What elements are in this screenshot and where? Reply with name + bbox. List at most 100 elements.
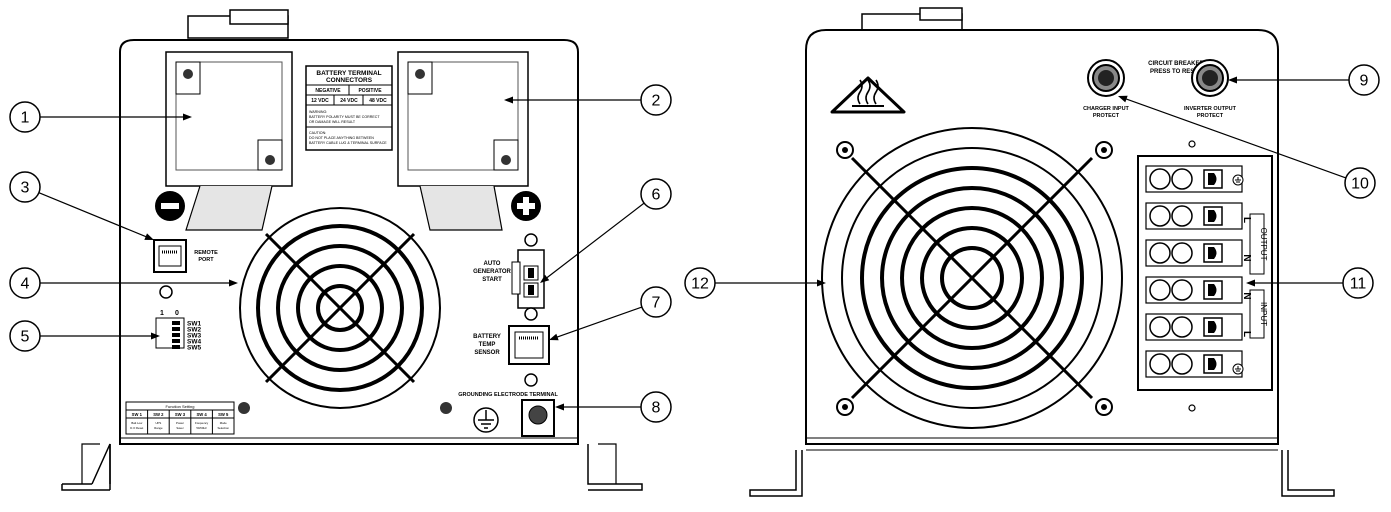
v24-label: 24 VDC xyxy=(340,98,358,104)
auto-gen-label-1: AUTO xyxy=(484,261,501,267)
front-panel: BATTERY TERMINAL CONNECTORS NEGATIVE POS… xyxy=(61,9,643,491)
inverter-output-breaker[interactable] xyxy=(1191,59,1229,97)
callout-arrow-icon xyxy=(504,96,513,104)
callout-arrow-icon xyxy=(229,279,238,287)
function-table-cell: UPS xyxy=(156,421,162,425)
callout-3: 3 xyxy=(9,171,154,240)
callout-arrow-icon xyxy=(183,113,192,121)
function-table-cell: Power xyxy=(176,421,184,425)
callout-number: 12 xyxy=(691,276,709,293)
callout-9: 9 xyxy=(1228,64,1380,96)
dip-switch-label: SW2 xyxy=(187,327,201,334)
dip-switch-lever[interactable] xyxy=(172,345,180,349)
battery-label-title-1: BATTERY TERMINAL xyxy=(316,70,381,77)
output-label: OUTPUT xyxy=(1259,228,1268,261)
callout-7: 7 xyxy=(549,286,672,341)
terminal-screw-row xyxy=(1145,350,1243,378)
warning-2: BATTERY POLARITY MUST BE CORRECT xyxy=(309,115,380,119)
fan-screw-icon xyxy=(238,402,250,414)
dip-switch-label: SW3 xyxy=(187,333,201,340)
battery-temp-label-3: SENSOR xyxy=(474,350,500,356)
function-table-cell: Mode xyxy=(220,421,227,425)
fan-screw-icon xyxy=(440,402,452,414)
screw-icon xyxy=(159,285,173,299)
callout-arrow-icon xyxy=(555,403,564,411)
dip-header-0: 0 xyxy=(175,310,179,317)
breaker-title-1: CIRCUIT BREAKER xyxy=(1148,61,1204,67)
dip-switch-label: SW1 xyxy=(187,321,201,328)
dip-switch-lever[interactable] xyxy=(172,339,180,343)
callout-10: 10 xyxy=(1118,95,1376,199)
callout-4: 4 xyxy=(9,267,238,299)
function-table-header: SW 3 xyxy=(175,412,186,417)
function-table-cell: Frequency xyxy=(195,421,209,425)
screw-icon xyxy=(524,373,538,387)
terminal-letter: N xyxy=(1241,254,1252,261)
battery-terminal-label: BATTERY TERMINAL CONNECTORS NEGATIVE POS… xyxy=(305,65,393,151)
function-table-header: SW 2 xyxy=(153,412,164,417)
charger-label-1: CHARGER INPUT xyxy=(1083,106,1129,112)
v48-label: 48 VDC xyxy=(369,98,387,104)
negative-label: NEGATIVE xyxy=(315,88,341,94)
battery-label-title-2: CONNECTORS xyxy=(326,77,373,84)
negative-symbol xyxy=(155,191,185,221)
function-table-cell: Batt Low xyxy=(131,421,143,425)
circuit-breakers: CIRCUIT BREAKER PRESS TO RESET CHARGER I… xyxy=(1083,59,1237,119)
callout-number: 10 xyxy=(1351,176,1369,193)
remote-port: REMOTE PORT xyxy=(153,239,218,273)
callout-number: 3 xyxy=(21,180,30,197)
grounding-label: GROUNDING ELECTRODE TERMINAL xyxy=(458,392,558,398)
callout-2: 2 xyxy=(504,84,672,116)
callout-12: 12 xyxy=(684,267,826,299)
callout-number: 7 xyxy=(652,295,661,312)
terminal-letter: L xyxy=(1241,331,1252,337)
positive-symbol xyxy=(511,191,541,221)
input-label: INPUT xyxy=(1259,302,1268,326)
warning-1: WARNING: xyxy=(309,110,327,114)
dip-switch-lever[interactable] xyxy=(172,327,180,331)
breaker-title-2: PRESS TO RESET xyxy=(1150,69,1202,75)
callout-arrow-icon xyxy=(817,279,826,287)
callout-number: 4 xyxy=(21,276,30,293)
auto-gen-label-3: START xyxy=(482,277,502,283)
auto-gen-label-2: GENERATOR xyxy=(473,269,511,275)
dip-switch-label: SW4 xyxy=(187,339,201,346)
callout-arrow-icon xyxy=(151,332,160,340)
callout-arrow-icon xyxy=(1118,95,1128,103)
dip-switch-lever[interactable] xyxy=(172,321,180,325)
callout-11: 11 xyxy=(1246,267,1374,299)
function-table-header: SW 5 xyxy=(218,412,229,417)
front-cooling-fan xyxy=(239,207,441,409)
rear-panel: CIRCUIT BREAKER PRESS TO RESET CHARGER I… xyxy=(749,7,1335,497)
charger-input-breaker[interactable] xyxy=(1087,59,1125,97)
remote-port-label-2: PORT xyxy=(198,257,214,263)
callout-6: 6 xyxy=(540,178,672,283)
inverter-label-1: INVERTER OUTPUT xyxy=(1184,106,1237,112)
callout-arrow-icon xyxy=(1228,76,1237,84)
dip-switch-lever[interactable] xyxy=(172,333,180,337)
terminal-screw-row xyxy=(1145,313,1243,341)
terminal-letter: N xyxy=(1241,292,1252,299)
caution-2: DO NOT PLACE ANYTHING BETWEEN xyxy=(309,136,374,140)
callout-arrow-icon xyxy=(144,233,154,240)
battery-temp-label-2: TEMP xyxy=(479,342,496,348)
negative-terminal-cover xyxy=(165,51,293,231)
callout-1: 1 xyxy=(9,101,192,133)
positive-label: POSITIVE xyxy=(358,88,382,94)
ground-icon xyxy=(1232,363,1244,375)
callout-arrow-icon xyxy=(549,333,559,341)
terminal-screw-row xyxy=(1145,239,1243,267)
caution-3: BATTERY CABLE LUG & TERMINAL SURFACE xyxy=(309,141,387,145)
callout-number: 8 xyxy=(652,400,661,417)
positive-terminal-cover xyxy=(397,51,529,231)
function-table-cell: Saver xyxy=(176,426,183,430)
caution-1: CAUTION: xyxy=(309,131,326,135)
function-table-header: SW 1 xyxy=(132,412,143,417)
remote-port-label-1: REMOTE xyxy=(194,250,218,256)
auto-generator-start-terminal: AUTO GENERATOR START xyxy=(473,233,545,321)
function-table-cell: 50/60Hz xyxy=(196,426,207,430)
